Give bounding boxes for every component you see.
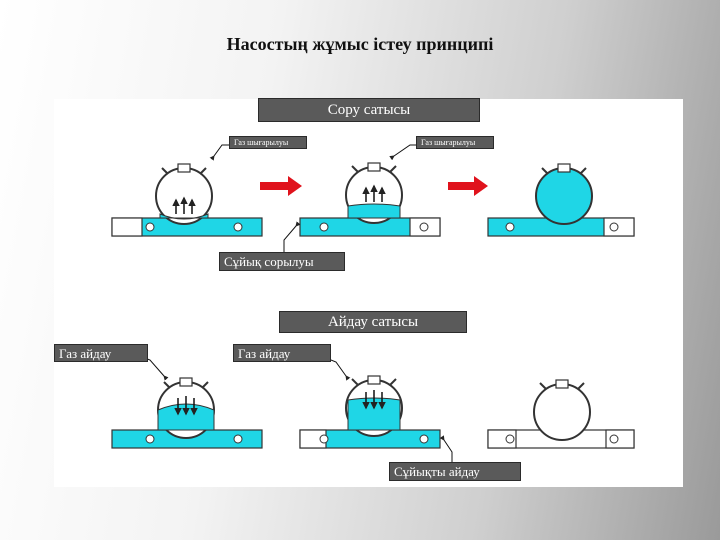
ball-valve	[505, 222, 515, 232]
flow-arrow	[260, 176, 302, 196]
discharge-gas-label-2: Газ айдау	[233, 344, 331, 362]
liquid-chamber	[535, 167, 593, 225]
valve-stub	[579, 167, 587, 175]
valve-stub	[163, 381, 171, 389]
valve-cap	[179, 377, 193, 387]
valve-cap	[367, 375, 381, 385]
pipe-inlet	[111, 217, 143, 237]
ball-valve	[419, 434, 429, 444]
ball-valve	[419, 222, 429, 232]
discharge-stage-title: Айдау сатысы	[279, 311, 467, 333]
leader-line	[439, 435, 453, 462]
ball-valve	[505, 434, 515, 444]
valve-cap	[555, 379, 569, 389]
ball-valve	[145, 222, 155, 232]
discharge-stage-2	[299, 375, 441, 449]
liquid-level	[157, 403, 215, 431]
flow-arrow	[448, 176, 488, 196]
leader-line	[283, 221, 301, 252]
suction-stage-1	[111, 163, 263, 237]
ball-valve	[233, 222, 243, 232]
suction-gas-label-2: Газ шығарылуы	[416, 136, 494, 149]
ball-valve	[319, 434, 329, 444]
pipe-outlet	[603, 217, 635, 237]
suction-stage-3	[487, 163, 635, 237]
valve-stub	[351, 165, 359, 173]
discharge-liquid-label: Сұйықты айдау	[389, 462, 521, 481]
valve-stub	[389, 165, 397, 173]
suction-stage-title: Сору сатысы	[258, 98, 480, 122]
gas-chamber	[533, 383, 591, 441]
valve-stub	[541, 167, 549, 175]
ball-valve	[145, 434, 155, 444]
ball-valve	[609, 434, 619, 444]
suction-liquid-label: Сұйық сорылуы	[219, 252, 345, 271]
liquid-level	[347, 397, 401, 431]
discharge-gas-label-1: Газ айдау	[54, 344, 148, 362]
liquid-level	[159, 213, 209, 220]
liquid-level	[347, 203, 401, 219]
ball-valve	[319, 222, 329, 232]
valve-stub	[351, 378, 359, 386]
valve-stub	[201, 381, 209, 389]
valve-stub	[199, 167, 207, 175]
page-title: Насостың жұмыс істеу принципі	[226, 34, 494, 54]
valve-stub	[577, 382, 585, 390]
ball-valve	[609, 222, 619, 232]
pipe-outlet	[605, 429, 635, 449]
pipe-inlet	[487, 429, 517, 449]
suction-stage-2	[299, 162, 441, 237]
suction-gas-label-1: Газ шығарылуы	[229, 136, 307, 149]
leader-line	[209, 144, 232, 161]
valve-cap	[557, 163, 571, 173]
valve-stub	[161, 167, 169, 175]
valve-stub	[539, 382, 547, 390]
valve-cap	[177, 163, 191, 173]
discharge-stage-1	[111, 377, 263, 449]
ball-valve	[233, 434, 243, 444]
valve-stub	[389, 378, 397, 386]
valve-cap	[367, 162, 381, 172]
discharge-stage-3	[487, 379, 635, 449]
